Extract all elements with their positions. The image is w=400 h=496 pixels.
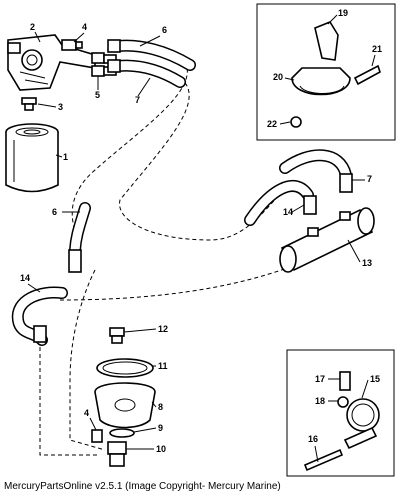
callout-labels: 1 2 3 4 5 6 7 6 7 14 13 14 12 11 8 4 9 1…	[20, 8, 382, 454]
callout-18: 18	[315, 396, 325, 406]
callout-3: 3	[58, 102, 63, 112]
drain-plug	[21, 97, 37, 111]
callout-5: 5	[95, 90, 100, 100]
clamp-assembly	[290, 21, 381, 128]
callout-19: 19	[338, 8, 348, 18]
callout-13: 13	[362, 258, 372, 268]
inset-box-bracket	[286, 349, 395, 477]
callout-4-bottom: 4	[84, 408, 89, 418]
heat-exchanger	[279, 207, 375, 273]
callout-12: 12	[158, 324, 168, 334]
image-copyright-footer: MercuryPartsOnline v2.5.1 (Image Copyrig…	[4, 481, 281, 492]
callout-16: 16	[308, 434, 318, 444]
hoses-right	[244, 149, 353, 226]
callout-21: 21	[372, 44, 382, 54]
oil-filter	[5, 123, 59, 193]
parts-diagram: 1 2 3 4 5 6 7 6 7 14 13 14 12 11 8 4 9 1…	[5, 3, 396, 477]
callout-2: 2	[30, 22, 35, 32]
hose-left	[11, 286, 68, 346]
filter-stack	[91, 327, 156, 467]
callout-20: 20	[273, 72, 283, 82]
callout-1: 1	[63, 152, 68, 162]
callout-8: 8	[158, 402, 163, 412]
fitting-elbow	[61, 39, 83, 51]
callout-15: 15	[370, 374, 380, 384]
callout-22: 22	[267, 119, 277, 129]
callout-6-top: 6	[162, 25, 167, 35]
callout-6-mid: 6	[52, 207, 57, 217]
leader-lines	[27, 14, 376, 463]
callout-9: 9	[158, 423, 163, 433]
callout-7-right: 7	[367, 174, 372, 184]
clamp-assembly-lower	[303, 371, 380, 472]
callout-4-top: 4	[82, 22, 87, 32]
callout-14-left: 14	[20, 273, 30, 283]
callout-17: 17	[315, 374, 325, 384]
callout-10: 10	[156, 444, 166, 454]
callout-11: 11	[158, 361, 168, 371]
hose-lower	[68, 202, 91, 273]
inset-box-clamp	[256, 3, 396, 141]
callout-14-right: 14	[283, 207, 293, 217]
hoses-top	[107, 39, 196, 88]
callout-7-top: 7	[135, 95, 140, 105]
